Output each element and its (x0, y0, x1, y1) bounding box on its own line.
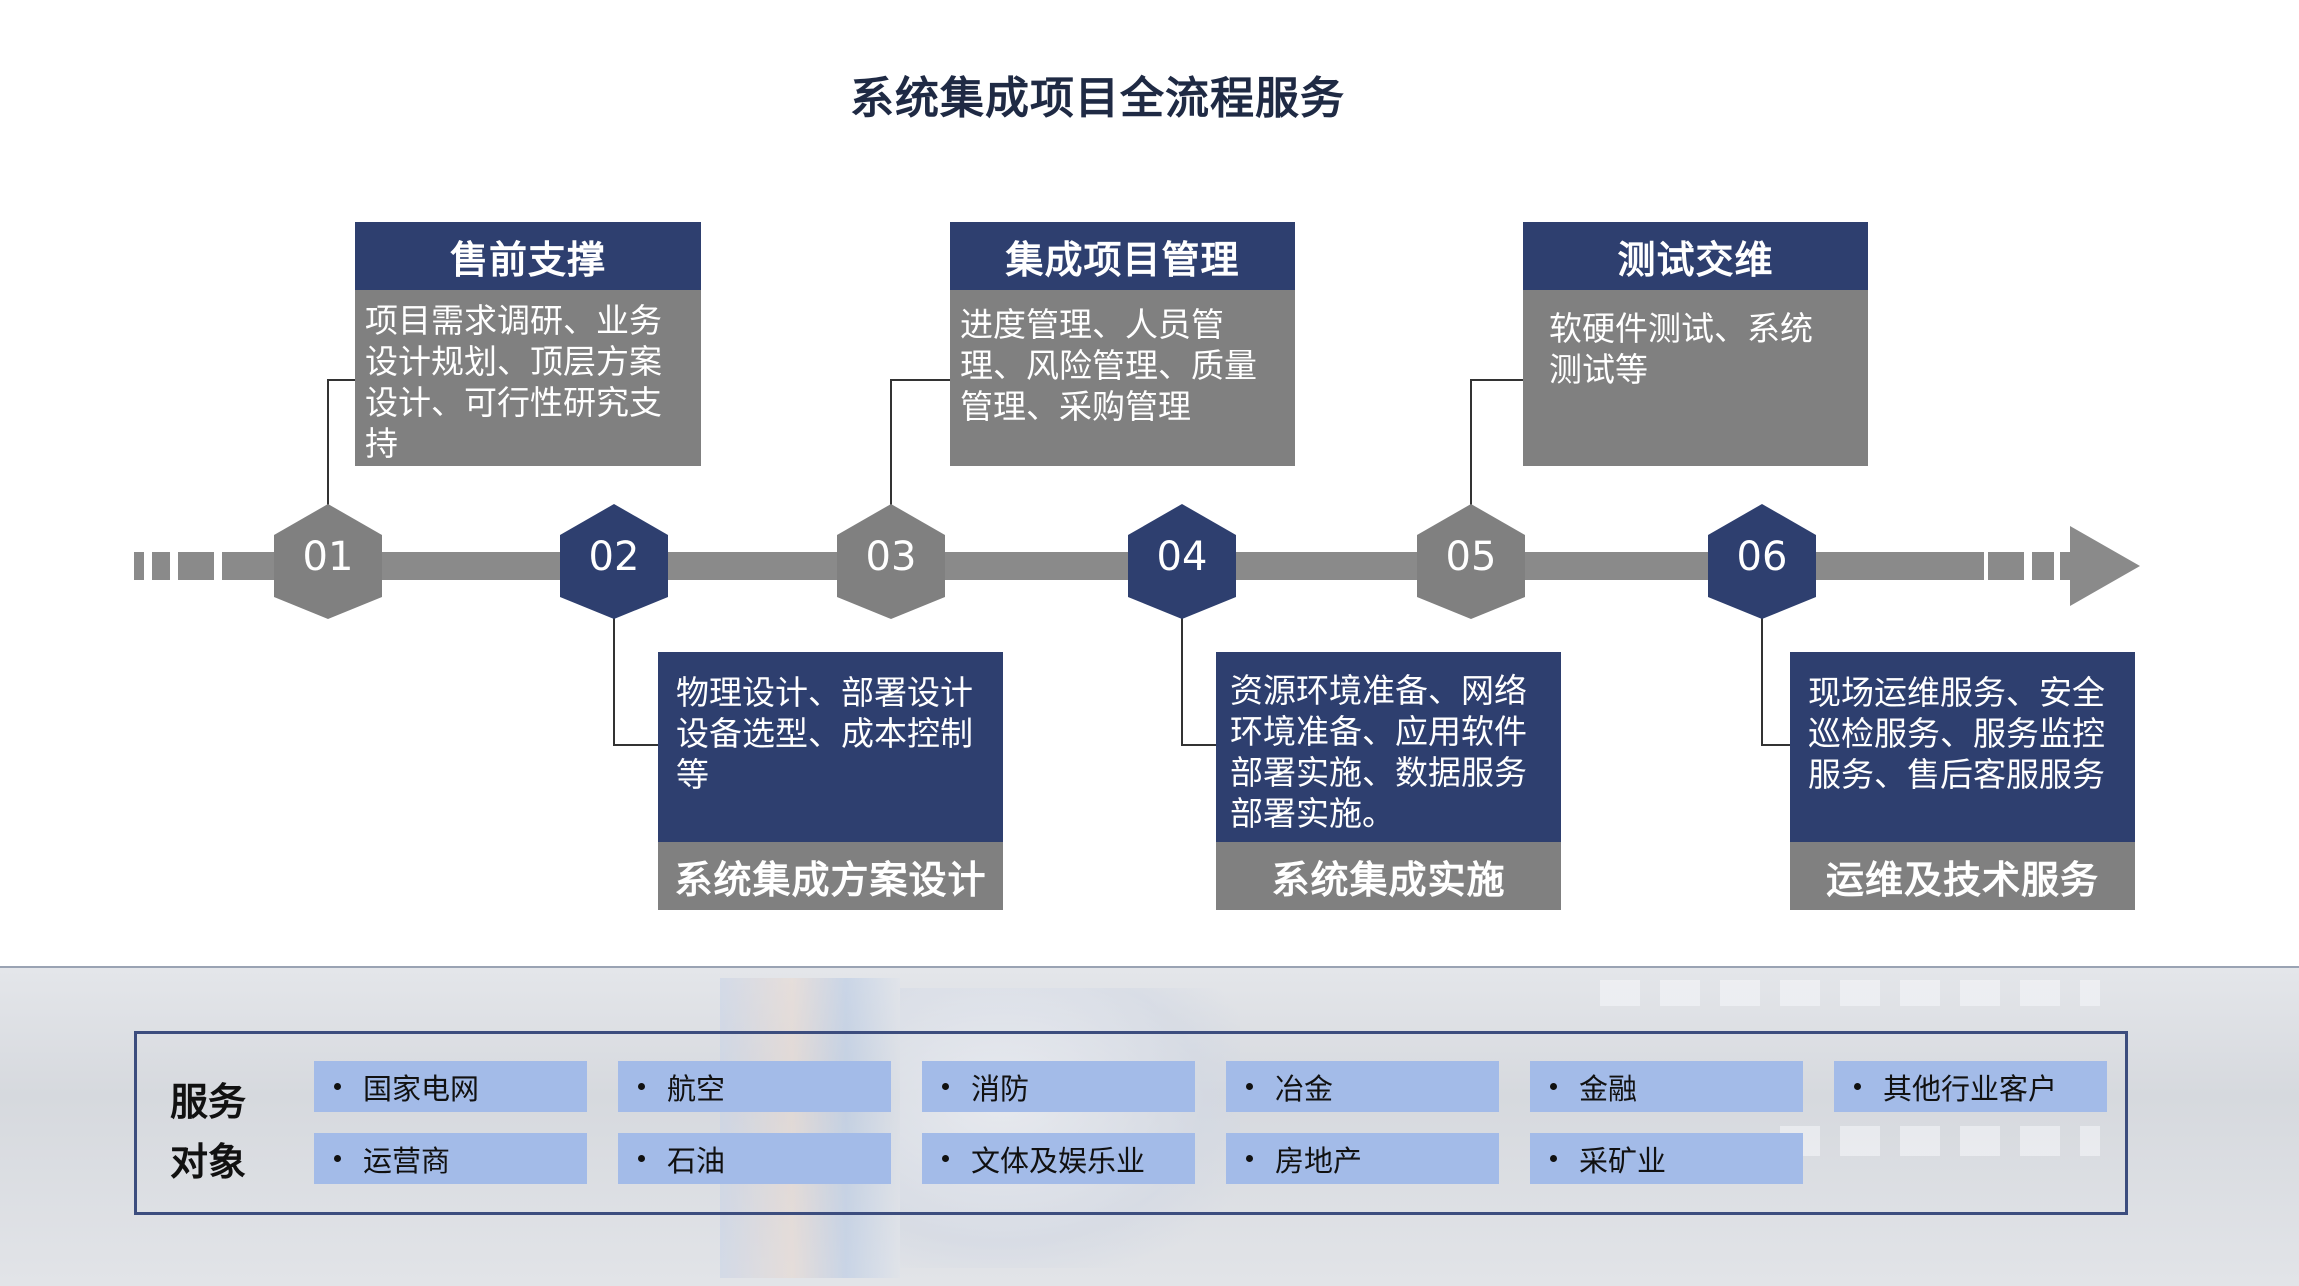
track-dash (1988, 552, 2024, 580)
connector-04 (1181, 618, 1216, 746)
connector-05 (1470, 379, 1523, 505)
service-heading-line: 服务 (170, 1080, 247, 1124)
track-dash (152, 552, 170, 580)
service-item-label: 消防 (971, 1071, 1030, 1106)
step-description: 项目需求调研、业务设计规划、顶层方案设计、可行性研究支持 (355, 290, 701, 466)
service-item: 金融 (1530, 1061, 1803, 1112)
hexagon-03 (837, 504, 945, 619)
service-item: 采矿业 (1530, 1133, 1803, 1184)
step-number: 01 (302, 534, 354, 580)
step-card-04: 资源环境准备、网络环境准备、应用软件部署实施、数据服务部署实施。 系统集成实施 (1216, 652, 1561, 910)
step-number: 05 (1445, 534, 1497, 580)
hexagon-06 (1708, 504, 1816, 619)
service-item: 文体及娱乐业 (922, 1133, 1195, 1184)
service-item-label: 其他行业客户 (1883, 1071, 2058, 1106)
service-item: 航空 (618, 1061, 891, 1112)
service-item-label: 航空 (667, 1071, 726, 1106)
step-description: 资源环境准备、网络环境准备、应用软件部署实施、数据服务部署实施。 (1216, 652, 1561, 842)
track-dash (2032, 552, 2054, 580)
hexagon-05 (1417, 504, 1525, 619)
service-item-label: 石油 (667, 1143, 726, 1178)
service-item: 石油 (618, 1133, 891, 1184)
track-dash (134, 552, 144, 580)
service-item-label: 国家电网 (363, 1071, 480, 1106)
service-item-label: 金融 (1579, 1071, 1638, 1106)
connector-01 (327, 379, 355, 505)
service-item-label: 文体及娱乐业 (971, 1143, 1146, 1178)
step-number: 02 (588, 534, 640, 580)
step-title: 集成项目管理 (950, 222, 1295, 290)
hexagon-04 (1128, 504, 1236, 619)
step-number: 06 (1736, 534, 1788, 580)
service-item-label: 冶金 (1275, 1071, 1334, 1106)
step-title: 测试交维 (1523, 222, 1868, 290)
service-heading: 服务 对象 (170, 1072, 250, 1192)
step-title: 系统集成方案设计 (658, 842, 1003, 910)
service-item: 消防 (922, 1061, 1195, 1112)
page-title: 系统集成项目全流程服务 (850, 73, 1345, 124)
service-item-label: 采矿业 (1579, 1143, 1667, 1178)
decorative-tiles (1600, 980, 2100, 1006)
service-background (0, 966, 2299, 1286)
step-card-03: 集成项目管理 进度管理、人员管理、风险管理、质量管理、采购管理 (950, 222, 1295, 466)
track-dash (2060, 552, 2070, 580)
service-frame (134, 1031, 2128, 1215)
service-item: 其他行业客户 (1834, 1061, 2107, 1112)
connector-02 (613, 618, 658, 746)
service-item: 国家电网 (314, 1061, 587, 1112)
service-item-label: 运营商 (363, 1143, 451, 1178)
service-item: 房地产 (1226, 1133, 1499, 1184)
step-title: 运维及技术服务 (1790, 842, 2135, 910)
step-card-06: 现场运维服务、安全巡检服务、服务监控服务、售后客服服务 运维及技术服务 (1790, 652, 2135, 910)
step-description: 现场运维服务、安全巡检服务、服务监控服务、售后客服服务 (1790, 652, 2135, 842)
hexagon-01 (274, 504, 382, 619)
step-title: 售前支撑 (355, 222, 701, 290)
step-number: 04 (1156, 534, 1208, 580)
timeline-arrowhead (2070, 526, 2140, 606)
service-item: 运营商 (314, 1133, 587, 1184)
connector-06 (1761, 618, 1790, 746)
decorative-pattern (720, 978, 900, 1278)
step-description: 物理设计、部署设计设备选型、成本控制等 (658, 652, 1003, 842)
step-number: 03 (865, 534, 917, 580)
step-title: 系统集成实施 (1216, 842, 1561, 910)
connector-03 (890, 379, 950, 505)
service-item-label: 房地产 (1275, 1143, 1363, 1178)
decorative-tiles (1780, 1126, 2100, 1156)
timeline-track (222, 552, 1984, 580)
step-card-05: 测试交维 软硬件测试、系统测试等 (1523, 222, 1868, 466)
step-card-01: 售前支撑 项目需求调研、业务设计规划、顶层方案设计、可行性研究支持 (355, 222, 701, 466)
step-description: 软硬件测试、系统测试等 (1523, 290, 1868, 466)
step-description: 进度管理、人员管理、风险管理、质量管理、采购管理 (950, 290, 1295, 466)
hexagon-02 (560, 504, 668, 619)
service-heading-line: 对象 (170, 1140, 247, 1184)
track-dash (178, 552, 214, 580)
decorative-glow (900, 988, 1240, 1268)
service-item: 冶金 (1226, 1061, 1499, 1112)
step-card-02: 物理设计、部署设计设备选型、成本控制等 系统集成方案设计 (658, 652, 1003, 910)
